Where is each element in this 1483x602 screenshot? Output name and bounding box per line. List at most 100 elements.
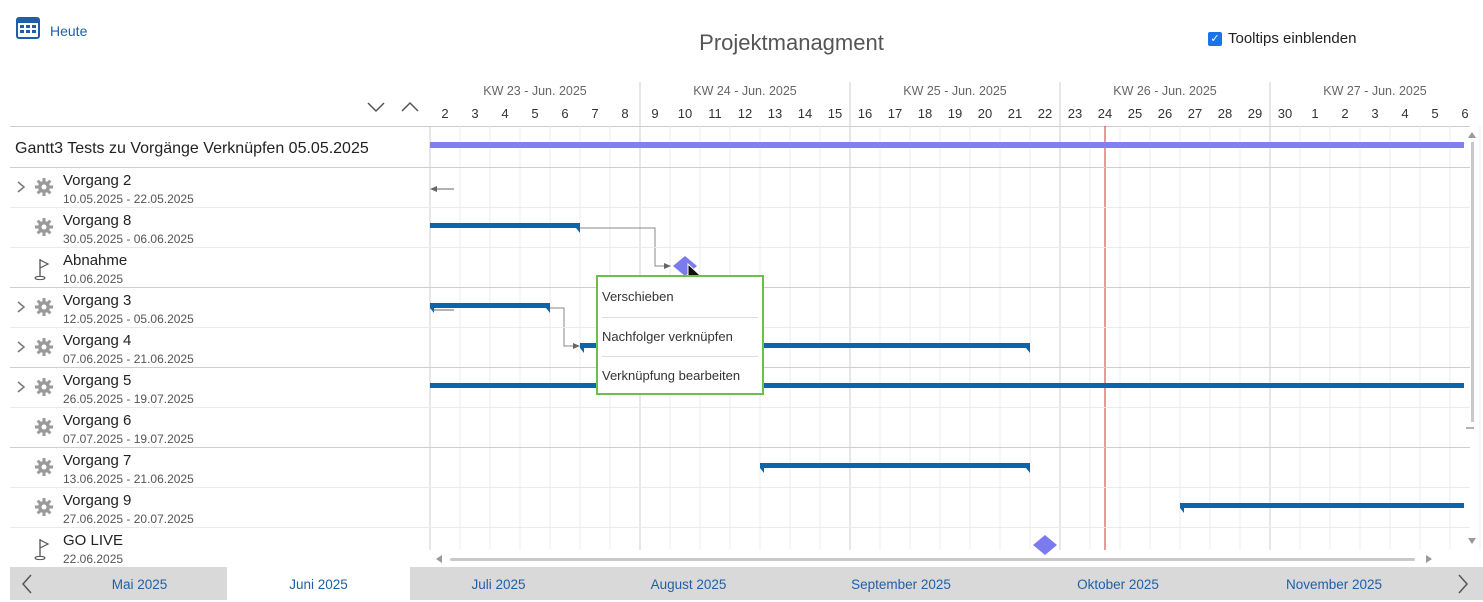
day-label: 2 (1341, 106, 1349, 121)
calendar-icon (16, 16, 40, 45)
month-tab-oktober-2025[interactable]: Oktober 2025 (1077, 577, 1159, 592)
task-name: Vorgang 7 (63, 452, 132, 469)
expand-chevron-right-icon[interactable] (16, 340, 26, 359)
bar-end-tick (1026, 468, 1030, 473)
menu-item-verknuepfung-bearbeiten[interactable]: Verknüpfung bearbeiten (602, 368, 741, 383)
task-bar-vorgang-5 (430, 383, 1464, 388)
arrow-head (430, 186, 437, 192)
bar-end-tick (546, 308, 550, 313)
task-row-vorgang-5[interactable]: Vorgang 5 26.05.2025 - 19.07.2025 (10, 368, 430, 408)
month-tab-juni-2025[interactable]: Juni 2025 (227, 567, 410, 600)
day-label: 15 (827, 106, 843, 121)
day-label: 10 (677, 106, 693, 121)
task-row-vorgang-3[interactable]: Vorgang 3 12.05.2025 - 05.06.2025 (10, 288, 430, 328)
day-label: 17 (887, 106, 903, 121)
month-tab-november-2025[interactable]: November 2025 (1285, 577, 1383, 592)
vertical-scrollbar[interactable] (1460, 130, 1478, 550)
task-name: Vorgang 4 (63, 332, 132, 349)
week-label: KW 27 - Jun. 2025 (1323, 84, 1427, 98)
task-dates: 07.06.2025 - 21.06.2025 (63, 352, 194, 366)
task-bar-vorgang-8 (430, 223, 580, 228)
task-row-vorgang-4[interactable]: Vorgang 4 07.06.2025 - 21.06.2025 (10, 328, 430, 368)
task-name: Vorgang 3 (63, 292, 132, 309)
next-month-chevron-right-icon[interactable] (1456, 573, 1470, 600)
day-label: 13 (767, 106, 783, 121)
bar-start-tick (430, 308, 434, 313)
day-label: 28 (1217, 106, 1233, 121)
task-dates: 27.06.2025 - 20.07.2025 (63, 512, 194, 526)
tooltips-label: Tooltips einblenden (1228, 30, 1357, 47)
bar-start-tick (580, 348, 584, 353)
task-dates: 12.05.2025 - 05.06.2025 (63, 312, 194, 326)
task-row-vorgang-6[interactable]: Vorgang 6 07.07.2025 - 19.07.2025 (10, 408, 430, 448)
day-label: 11 (708, 106, 722, 121)
expand-all-chevron-down-icon[interactable] (366, 100, 386, 119)
collapse-all-chevron-up-icon[interactable] (400, 100, 420, 119)
day-label: 18 (917, 106, 933, 121)
tooltips-checkbox[interactable]: ✓ (1208, 31, 1222, 46)
gear-icon (34, 457, 54, 482)
month-tab-mai-2025[interactable]: Mai 2025 (111, 577, 168, 592)
today-label: Heute (50, 22, 88, 39)
day-label: 12 (737, 106, 753, 121)
gear-icon (34, 337, 54, 362)
task-dates: 10.05.2025 - 22.05.2025 (63, 192, 194, 206)
day-label: 26 (1157, 106, 1173, 121)
month-navigation: Mai 2025 Juni 2025 Juli 2025 August 2025… (10, 567, 1483, 600)
row-divider (10, 167, 1470, 168)
task-dates: 26.05.2025 - 19.07.2025 (63, 392, 194, 406)
day-label: 4 (1401, 106, 1409, 121)
tooltips-toggle[interactable]: ✓ Tooltips einblenden (1208, 30, 1356, 47)
month-tab-september-2025[interactable]: September 2025 (851, 577, 951, 592)
day-label: 7 (591, 106, 599, 121)
month-tab-juli-2025[interactable]: Juli 2025 (471, 577, 526, 592)
day-label: 20 (977, 106, 993, 121)
arrow-head (573, 343, 580, 349)
week-label: KW 25 - Jun. 2025 (903, 84, 1007, 98)
day-label: 23 (1067, 106, 1083, 121)
day-label: 5 (1431, 106, 1439, 121)
week-label: KW 23 - Jun. 2025 (483, 84, 587, 98)
day-label: 22 (1037, 106, 1053, 121)
week-label: KW 24 - Jun. 2025 (693, 84, 797, 98)
today-button[interactable]: Heute (16, 16, 87, 45)
gear-icon (34, 217, 54, 242)
gear-icon (34, 177, 54, 202)
milestone-go-live (1033, 535, 1057, 555)
project-name: Gantt3 Tests zu Vorgänge Verknüpfen 05.0… (15, 140, 369, 157)
expand-chevron-right-icon[interactable] (16, 380, 26, 399)
bar-end-tick (1026, 348, 1030, 353)
task-bar-vorgang-9 (1180, 503, 1464, 508)
day-label: 3 (471, 106, 479, 121)
task-name: Vorgang 5 (63, 372, 132, 389)
task-bar-vorgang-7 (760, 463, 1030, 468)
header-divider (10, 126, 1470, 127)
row-divider (10, 447, 1470, 448)
month-tab-august-2025[interactable]: August 2025 (650, 577, 727, 592)
task-name: Vorgang 6 (63, 412, 132, 429)
day-label: 4 (501, 106, 509, 121)
task-dates: 07.07.2025 - 19.07.2025 (63, 432, 194, 446)
day-label: 24 (1097, 106, 1113, 121)
menu-item-verschieben[interactable]: Verschieben (602, 289, 674, 304)
bar-start-tick (760, 468, 764, 473)
menu-item-nachfolger-verknuepfen[interactable]: Nachfolger verknüpfen (602, 329, 733, 344)
arrow-head (664, 263, 671, 269)
page-title: Projektmanagment (699, 30, 884, 55)
task-dates: 10.06.2025 (63, 272, 124, 286)
task-name: Vorgang 8 (63, 212, 132, 229)
task-row-vorgang-2[interactable]: Vorgang 2 10.05.2025 - 22.05.2025 (10, 168, 430, 208)
horizontal-scrollbar[interactable] (434, 552, 1434, 564)
expand-chevron-right-icon[interactable] (16, 300, 26, 319)
task-name: Vorgang 2 (63, 172, 132, 189)
row-divider (10, 487, 1470, 488)
prev-month-chevron-left-icon[interactable] (20, 573, 34, 600)
gear-icon (34, 497, 54, 522)
expand-chevron-right-icon[interactable] (16, 180, 26, 199)
task-name: GO LIVE (63, 532, 124, 549)
